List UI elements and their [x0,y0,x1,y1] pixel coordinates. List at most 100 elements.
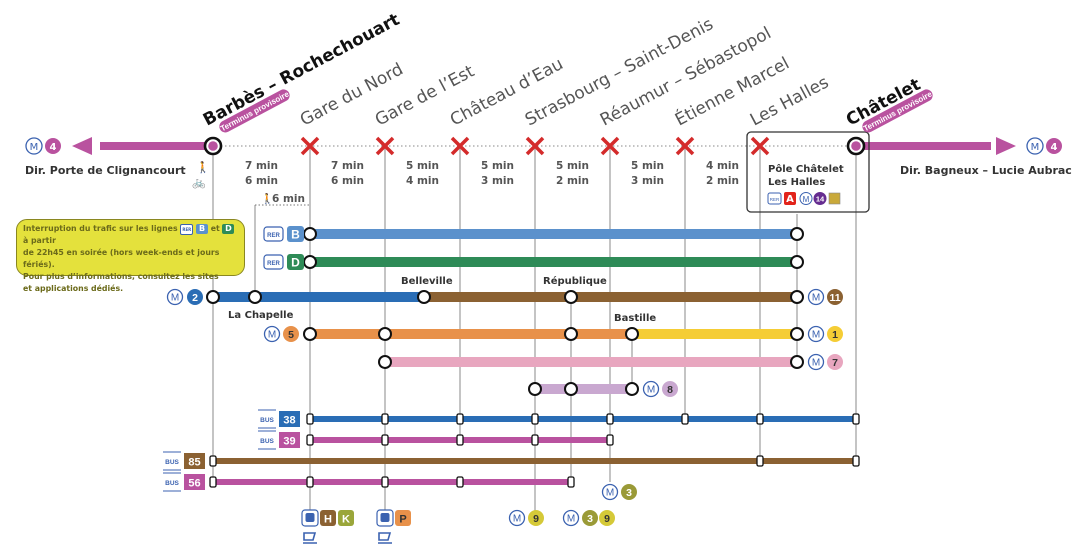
line-7-badge [827,354,843,370]
stop-dot-icon [206,290,220,304]
walk-icon: 🚶 [261,192,273,205]
tram-express-icon [828,192,841,205]
rer-logo-icon [767,192,782,205]
bus-stop-icon [531,434,539,446]
hub-name-line1: Pôle Châtelet [768,163,844,175]
bus-38-badge [279,411,300,427]
x-stroke [375,136,395,156]
bike-time: 6 min [331,175,364,187]
rer-B-text: B [291,228,300,242]
metro-logo-text: M [812,293,820,304]
walk-time: 5 min [406,160,439,172]
terminus-chatelet [846,136,866,156]
metro-5-line [310,329,632,339]
bus-stop-icon [306,434,314,446]
bus-85-text: 85 [188,457,200,469]
walk-time: 7 min [331,160,364,172]
stop-dot-icon [378,355,392,369]
line-14-badge [813,192,827,205]
metro-8-line [535,384,632,394]
line-4-badge [45,138,61,154]
line4-right-bar [856,142,991,150]
x-stroke [300,136,320,156]
rer-b-badge: B [196,224,209,234]
closed-station-marks [300,136,770,156]
arrow-right-icon [996,137,1016,155]
metro-logo-icon [166,288,184,306]
bike-time: 3 min [631,175,664,187]
terminus-dot-icon [208,141,218,151]
bus-stop-icon [606,434,614,446]
rer-logo-icon [263,254,284,270]
bus-stop-icon [381,476,389,488]
bus-logo-text: BUS [165,459,179,466]
line-8-badge [662,381,678,397]
hub-connections: RER A M 14 [767,192,841,205]
hub-name-line2: Les Halles [768,177,825,188]
metro-logo-icon [1026,137,1044,155]
line-11-badge [827,289,843,305]
bike-time: 4 min [406,175,439,187]
metro-logo-icon [601,483,619,501]
bus-56-text: 56 [188,478,200,490]
dir-left-badges: M 4 [25,137,61,155]
bus-stop-icon [852,413,860,425]
stop-dot-icon [564,382,578,396]
bus-logo-text: BUS [260,417,274,424]
line-3-badge [621,484,637,500]
bus-stop-icon [531,413,539,425]
rer-b-line [310,229,797,239]
direction-right: Dir. Bagneux – Lucie Aubrac [900,164,1072,177]
hub-box [746,131,870,213]
metro-logo-icon [799,192,813,205]
x-stroke [750,136,770,156]
rer-D-badge [287,254,304,270]
bus-stop-icon [381,434,389,446]
bus-stop-icon [306,476,314,488]
line-7-text: 7 [832,357,838,369]
closed-x-icon [675,136,695,156]
metro-logo-icon [807,353,825,371]
stop-dot-icon [303,255,317,269]
line-5-badge [283,326,299,342]
train-icon-body [380,513,390,522]
line-11-text: 11 [829,292,840,304]
bus-stop-icon [456,476,464,488]
bike-icon: 🚲 [192,177,206,189]
boat-icon-shape [378,532,392,544]
line-3-text: 3 [626,487,632,499]
x-stroke [600,136,620,156]
bike-time: 2 min [556,175,589,187]
rer-a-text: A [786,194,794,205]
stop-dot-icon [378,327,392,341]
bike-time: 2 min [706,175,739,187]
bike-time: 3 min [481,175,514,187]
metro-logo-text: M [647,385,655,396]
stop-dot-icon [790,255,804,269]
bus-stop-icon [209,476,217,488]
line4-left-arrow [72,137,213,155]
metro-logo-icon [642,380,660,398]
station-belleville: Belleville [401,276,453,287]
line-5-text: 5 [288,329,294,341]
line-9-badge [599,510,615,526]
bus-stop-icon [681,413,689,425]
metro-11-line [424,292,797,302]
transilien-P-text: P [399,514,406,526]
closed-x-icon [750,136,770,156]
line-9-badge [528,510,544,526]
closed-x-icon [525,136,545,156]
service-note: Interruption du trafic sur les lignes RE… [16,219,245,293]
rer-d-badge: D [222,224,235,234]
stop-dot-icon [564,327,578,341]
metro-logo-icon [263,325,281,343]
station-bastille: Bastille [614,313,656,324]
walk-transfer-time: 6 min [272,193,305,205]
stop-dot-icon [528,382,542,396]
line-3-text: 3 [587,513,593,525]
terminus-barbes [203,136,223,156]
metro-logo-text: M [567,514,575,525]
bus-39-text: 39 [283,436,295,448]
